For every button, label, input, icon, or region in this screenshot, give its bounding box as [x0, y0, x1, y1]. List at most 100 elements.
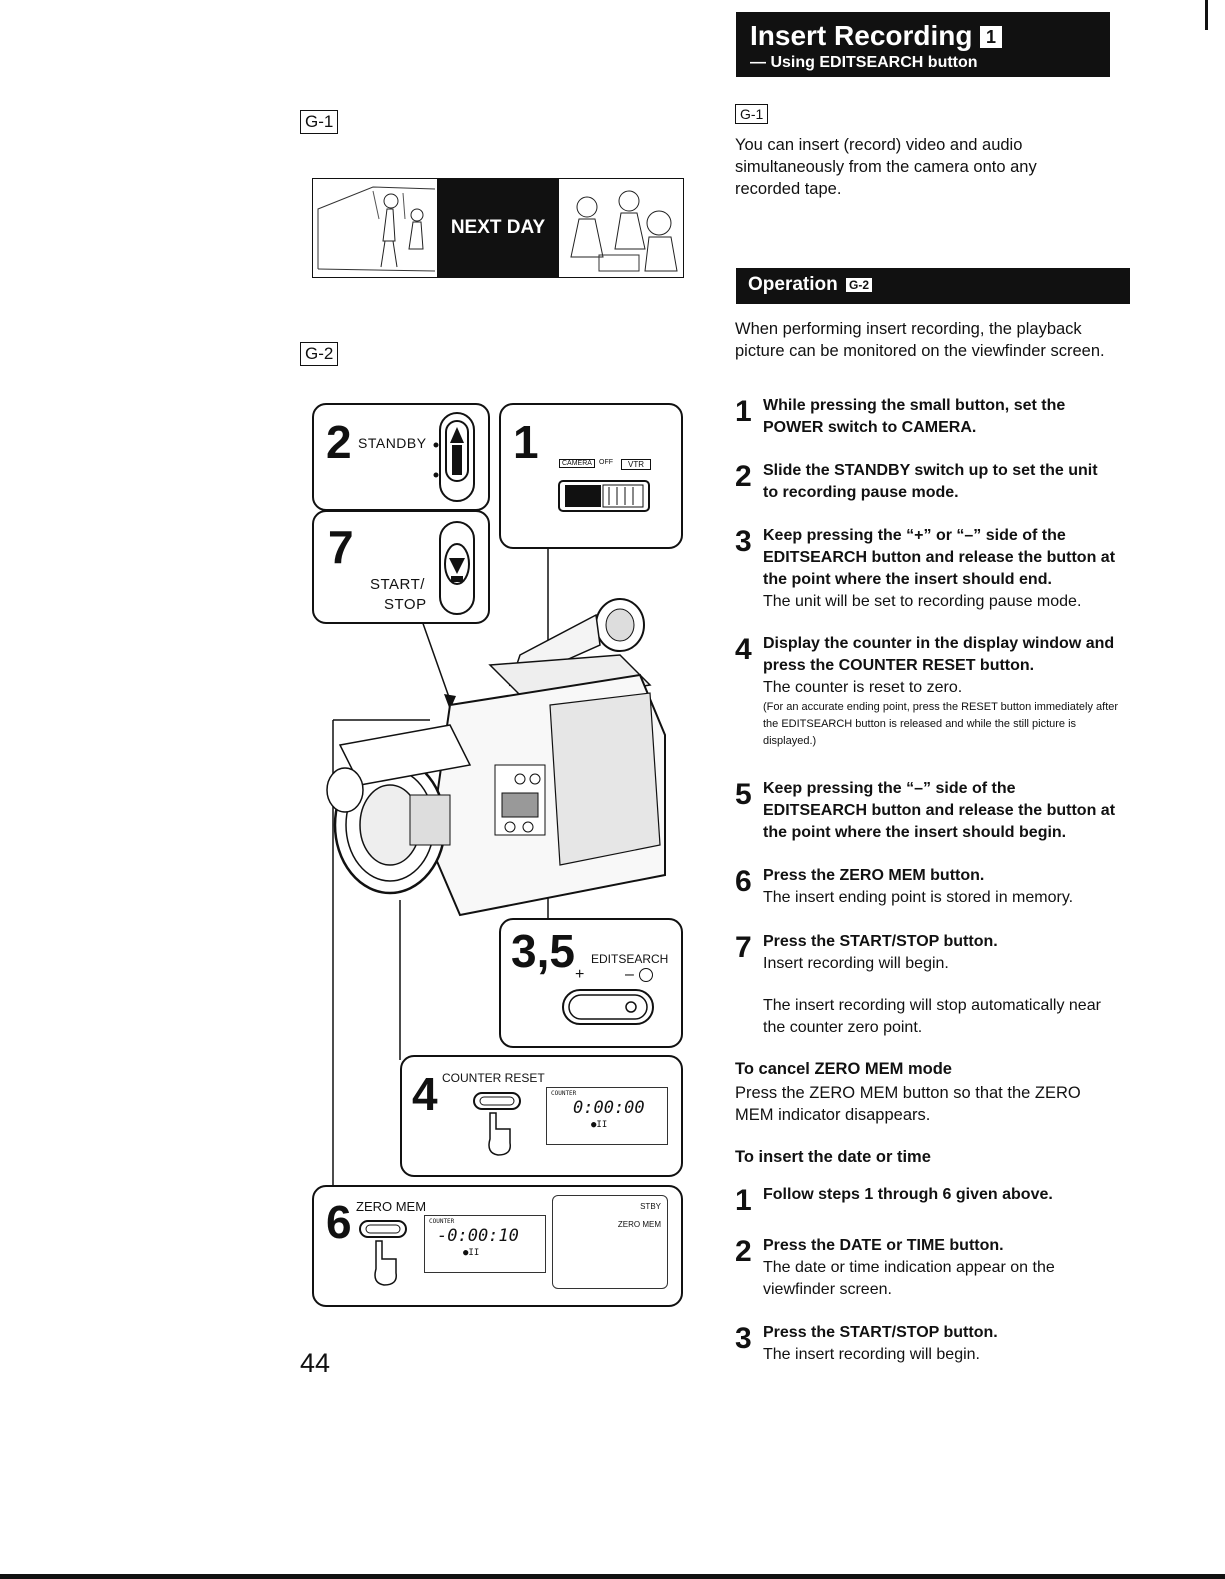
date-step-1-instruction: Follow steps 1 through 6 given above.	[763, 1186, 1053, 1203]
editsearch-review-icon	[639, 968, 653, 982]
step-2-number: 2	[735, 460, 752, 493]
step-5-number: 5	[735, 778, 752, 811]
step-3-instruction: Keep pressing the “+” or “–” side of the…	[763, 527, 1116, 588]
step-3-number: 3	[735, 525, 752, 558]
next-day-illustration: NEXT DAY	[312, 178, 684, 278]
step-4-note: (For an accurate ending point, press the…	[763, 701, 1119, 747]
step-4-number: 4	[735, 633, 752, 666]
step-5-instruction: Keep pressing the “–” side of the EDITSE…	[763, 780, 1116, 841]
g1-label-right: G-1	[735, 104, 769, 124]
step-6: 6 Press the ZERO MEM button. The insert …	[735, 865, 1120, 909]
page-number: 44	[300, 1348, 331, 1378]
date-step-2-instruction: Press the DATE or TIME button.	[763, 1237, 1004, 1254]
counter-display-label: COUNTER	[551, 1090, 577, 1097]
editsearch-button[interactable]	[559, 986, 659, 1030]
panel-counter-reset: 4 COUNTER RESET COUNTER 0:00:00 ●II	[400, 1055, 683, 1177]
step-7: 7 Press the START/STOP button. Insert re…	[735, 931, 1120, 1039]
page-subtitle: — Using EDITSEARCH button	[750, 54, 978, 71]
panel-start-stop: 7 START/ STOP	[312, 510, 490, 624]
panel-standby-number: 2	[326, 416, 352, 468]
date-heading: To insert the date or time	[735, 1148, 931, 1166]
counter-display-value: 0:00:00	[573, 1098, 645, 1118]
date-step-3-number: 3	[735, 1322, 752, 1355]
page-bottom-edge	[0, 1574, 1225, 1579]
date-step-2-number: 2	[735, 1235, 752, 1268]
panel-standby: 2 STANDBY	[312, 403, 490, 511]
standby-switch-icon[interactable]	[432, 411, 482, 505]
panel-zero-mem-label: ZERO MEM	[356, 1199, 427, 1214]
panel-power-number: 1	[513, 416, 539, 468]
step-2: 2 Slide the STANDBY switch up to set the…	[735, 460, 1115, 504]
g2-label: G-2	[300, 342, 339, 366]
cancel-heading: To cancel ZERO MEM mode	[735, 1060, 952, 1078]
step-3: 3 Keep pressing the “+” or “–” side of t…	[735, 525, 1127, 613]
operation-intro: When performing insert recording, the pl…	[735, 320, 1105, 360]
operation-bar: Operation G-2	[736, 268, 1130, 304]
zero-mem-counter-label: COUNTER	[429, 1218, 455, 1225]
step-7-detail: Insert recording will begin.	[763, 955, 949, 972]
panel-start-stop-number: 7	[328, 521, 354, 573]
step-7-instruction: Press the START/STOP button.	[763, 933, 998, 950]
next-day-banner: NEXT DAY	[437, 179, 559, 277]
step-1: 1 While pressing the small button, set t…	[735, 395, 1115, 439]
panel-counter-reset-label: COUNTER RESET	[442, 1071, 545, 1085]
operation-title: Operation	[748, 274, 838, 295]
date-step-2-detail: The date or time indication appear on th…	[763, 1259, 1055, 1298]
step-1-instruction: While pressing the small button, set the…	[763, 397, 1066, 436]
date-step-3-instruction: Press the START/STOP button.	[763, 1324, 998, 1341]
viewfinder-display: STBY ZERO MEM	[552, 1195, 668, 1289]
step-6-instruction: Press the ZERO MEM button.	[763, 867, 985, 884]
power-vtr-label: VTR	[621, 459, 651, 470]
panel-standby-label: STANDBY	[358, 435, 427, 451]
viewfinder-zero-mem: ZERO MEM	[617, 1220, 661, 1229]
zero-mem-counter-value: -0:00:10	[437, 1226, 519, 1246]
counter-display: COUNTER 0:00:00 ●II	[546, 1087, 668, 1145]
panel-counter-reset-number: 4	[412, 1068, 438, 1120]
panel-editsearch-number: 3,5	[511, 925, 575, 977]
step-7-number: 7	[735, 931, 752, 964]
panel-zero-mem-number: 6	[326, 1196, 352, 1248]
editsearch-minus-label: –	[625, 966, 634, 983]
step-5: 5 Keep pressing the “–” side of the EDIT…	[735, 778, 1120, 844]
panel-power: 1 CAMERA OFF VTR	[499, 403, 683, 549]
scene-right-illustration	[570, 190, 678, 272]
zero-mem-counter-display: COUNTER -0:00:10 ●II	[424, 1215, 546, 1273]
date-step-1-number: 1	[735, 1184, 752, 1217]
step-4-detail: The counter is reset to zero.	[763, 679, 963, 696]
counter-reset-button-icon[interactable]	[468, 1089, 528, 1159]
camcorder-illustration	[326, 598, 666, 917]
g1-label: G-1	[300, 110, 339, 134]
power-switch-icon[interactable]	[557, 473, 653, 515]
step-7-extra: The insert recording will stop automatic…	[763, 997, 1101, 1036]
step-4-instruction: Display the counter in the display windo…	[763, 635, 1115, 674]
title-bar: Insert Recording 1 — Using EDITSEARCH bu…	[736, 12, 1110, 77]
power-off-label: OFF	[599, 459, 613, 466]
date-step-3: 3 Press the START/STOP button. The inser…	[735, 1322, 1120, 1366]
panel-start-stop-label-1: START/	[370, 576, 425, 593]
panel-zero-mem: 6 ZERO MEM COUNTER -0:00:10 ●II STBY ZER…	[312, 1185, 683, 1307]
operation-badge: G-2	[846, 278, 873, 292]
step-6-number: 6	[735, 865, 752, 898]
step-3-detail: The unit will be set to recording pause …	[763, 593, 1082, 610]
cancel-text: Press the ZERO MEM button so that the ZE…	[735, 1084, 1081, 1124]
date-step-2: 2 Press the DATE or TIME button. The dat…	[735, 1235, 1120, 1301]
title-badge: 1	[980, 26, 1002, 48]
scene-left-illustration	[317, 186, 436, 272]
zero-mem-counter-icons: ●II	[463, 1248, 480, 1258]
step-4: 4 Display the counter in the display win…	[735, 633, 1120, 750]
date-step-1: 1 Follow steps 1 through 6 given above.	[735, 1184, 1120, 1216]
step-6-detail: The insert ending point is stored in mem…	[763, 889, 1074, 906]
date-step-3-detail: The insert recording will begin.	[763, 1346, 980, 1363]
page-title: Insert Recording	[750, 20, 973, 51]
intro-paragraph: You can insert (record) video and audio …	[735, 136, 1037, 198]
panel-editsearch: 3,5 EDITSEARCH + –	[499, 918, 683, 1048]
start-stop-button-icon[interactable]	[432, 520, 482, 618]
step-2-instruction: Slide the STANDBY switch up to set the u…	[763, 462, 1098, 501]
counter-display-icons: ●II	[591, 1120, 608, 1130]
step-1-number: 1	[735, 395, 752, 428]
viewfinder-stby: STBY	[640, 1202, 661, 1211]
panel-start-stop-label-2: STOP	[384, 596, 427, 613]
zero-mem-button-icon[interactable]	[356, 1217, 416, 1291]
editsearch-plus-label: +	[575, 966, 585, 983]
panel-editsearch-label: EDITSEARCH	[591, 952, 669, 966]
